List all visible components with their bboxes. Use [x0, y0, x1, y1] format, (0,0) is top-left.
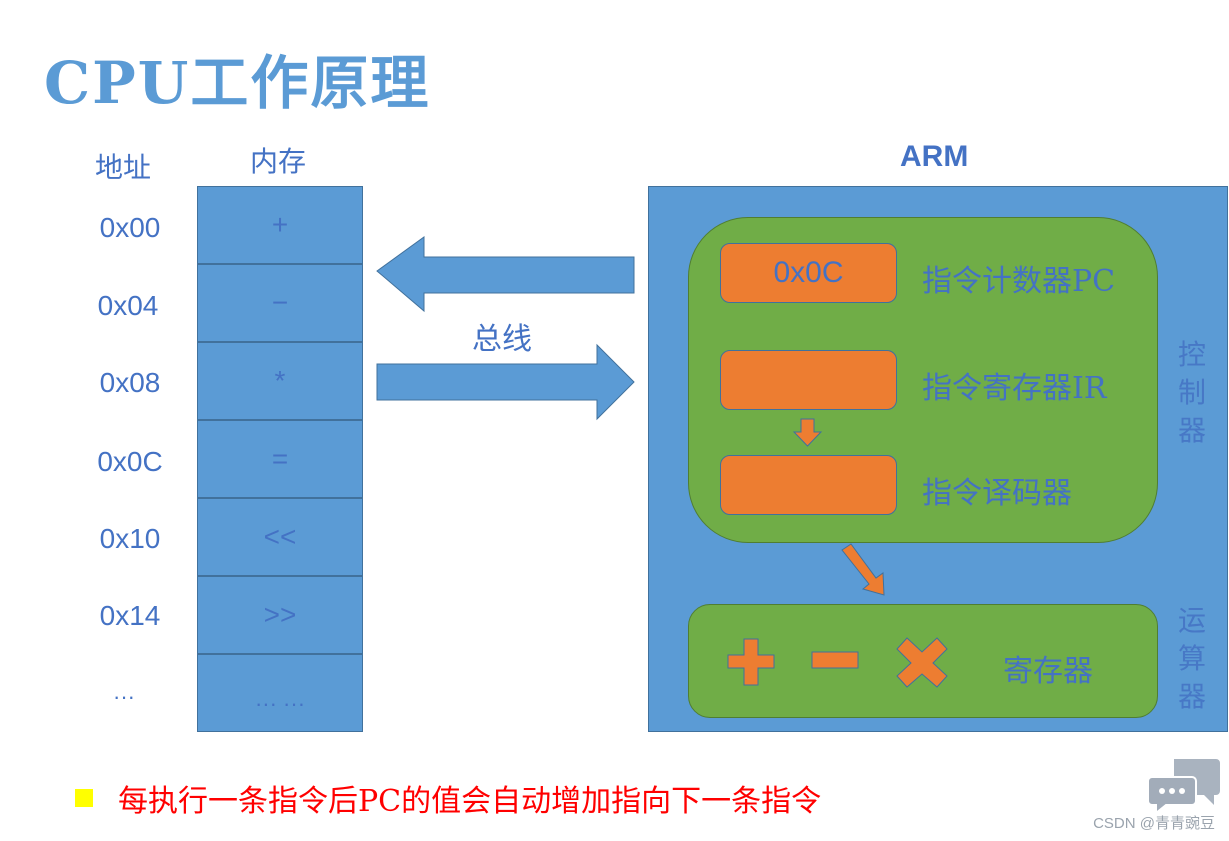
address-label: 0x08: [99, 367, 161, 398]
arrow-left-icon: [376, 236, 635, 313]
memory-header: 内存: [250, 145, 307, 178]
address-label: 0x04: [97, 290, 159, 321]
watermark: CSDN @青青豌豆: [1093, 815, 1215, 832]
multiply-icon: [896, 637, 948, 688]
arrow-right-icon: [376, 343, 635, 421]
address-header: 地址: [95, 151, 152, 184]
ir-register: [720, 350, 897, 410]
arm-title: ARM: [900, 140, 969, 173]
plus-icon: [727, 638, 775, 686]
memory-cell: −: [198, 265, 362, 343]
memory-cell: =: [198, 421, 362, 499]
bullet-icon: [75, 789, 93, 807]
minus-icon: [811, 651, 859, 669]
pc-label: 指令计数器PC: [922, 264, 1116, 299]
bus-arrows: [376, 236, 635, 421]
address-label: ···: [113, 684, 135, 709]
pc-register: 0x0C: [720, 243, 897, 303]
bus-label: 总线: [472, 322, 532, 357]
memory-cell: <<: [198, 499, 362, 577]
decoder-register: [720, 455, 897, 515]
address-label: 0x0C: [97, 446, 163, 477]
decoder-label: 指令译码器: [922, 476, 1072, 511]
address-label: 0x00: [99, 212, 161, 243]
memory-block: + − * = << >> ··· ···: [197, 186, 363, 732]
alu-label: 运 算 器: [1177, 604, 1206, 713]
memory-cell: ··· ···: [254, 691, 306, 716]
memory-cell: +: [198, 187, 362, 265]
controller-label: 控 制 器: [1177, 338, 1206, 447]
arrow-down-icon: [792, 418, 823, 447]
page-title: CPU工作原理: [44, 49, 431, 117]
memory-cell: *: [198, 343, 362, 421]
note-text: 每执行一条指令后PC的值会自动增加指向下一条指令: [118, 784, 822, 819]
memory-cell: >>: [198, 577, 362, 655]
ir-label: 指令寄存器IR: [922, 371, 1107, 406]
address-label: 0x14: [99, 600, 161, 631]
arrow-diagonal-icon: [841, 543, 885, 596]
chat-bubbles-icon: [1148, 759, 1220, 813]
alu-register-label: 寄存器: [1003, 654, 1093, 689]
address-label: 0x10: [99, 523, 161, 554]
